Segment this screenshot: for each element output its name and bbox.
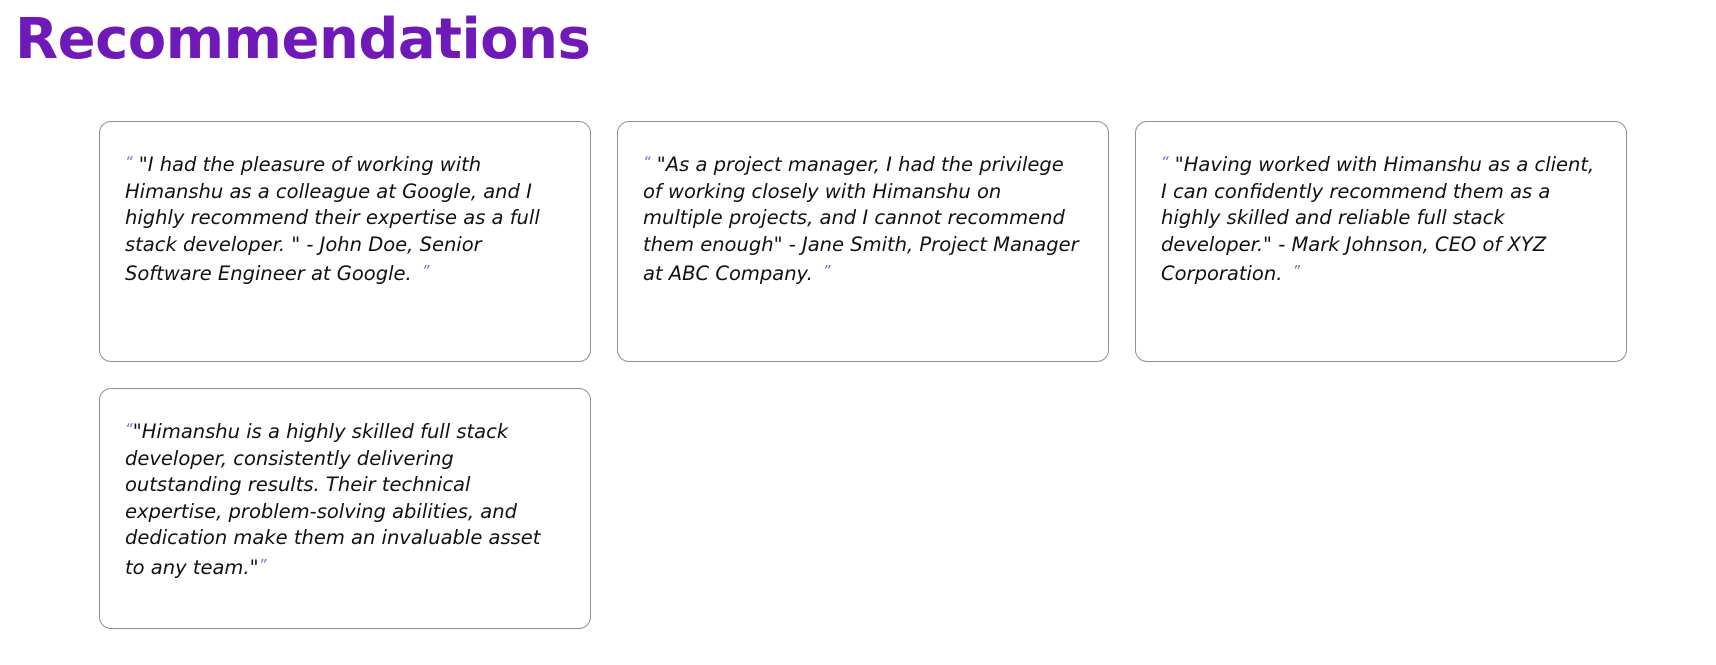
close-quote-icon: ”	[421, 262, 430, 280]
open-quote-icon: “	[125, 153, 133, 171]
open-quote-icon: “	[1161, 153, 1169, 171]
recommendation-quote: “"Himanshu is a highly skilled full stac…	[125, 416, 566, 581]
recommendation-text: "Himanshu is a highly skilled full stack…	[125, 420, 541, 579]
recommendation-quote: “"As a project manager, I had the privil…	[643, 149, 1084, 288]
recommendation-card-team: “"Himanshu is a highly skilled full stac…	[99, 388, 591, 629]
close-quote-icon: ”	[258, 555, 267, 574]
recommendation-card-jane-smith: “"As a project manager, I had the privil…	[617, 121, 1109, 362]
close-quote-icon: ”	[822, 262, 831, 280]
recommendation-card-mark-johnson: “"Having worked with Himanshu as a clien…	[1135, 121, 1627, 362]
recommendation-text: "As a project manager, I had the privile…	[643, 153, 1079, 285]
open-quote-icon: “	[125, 420, 133, 438]
recommendation-text: "I had the pleasure of working with Hima…	[125, 153, 540, 285]
recommendation-quote: “"I had the pleasure of working with Him…	[125, 149, 566, 288]
recommendation-card-john-doe: “"I had the pleasure of working with Him…	[99, 121, 591, 362]
recommendations-grid: “"I had the pleasure of working with Him…	[99, 121, 1629, 629]
page-title: Recommendations	[15, 7, 591, 72]
open-quote-icon: “	[643, 153, 651, 171]
recommendation-quote: “"Having worked with Himanshu as a clien…	[1161, 149, 1602, 288]
close-quote-icon: ”	[1292, 262, 1301, 280]
recommendation-text: "Having worked with Himanshu as a client…	[1161, 153, 1595, 285]
